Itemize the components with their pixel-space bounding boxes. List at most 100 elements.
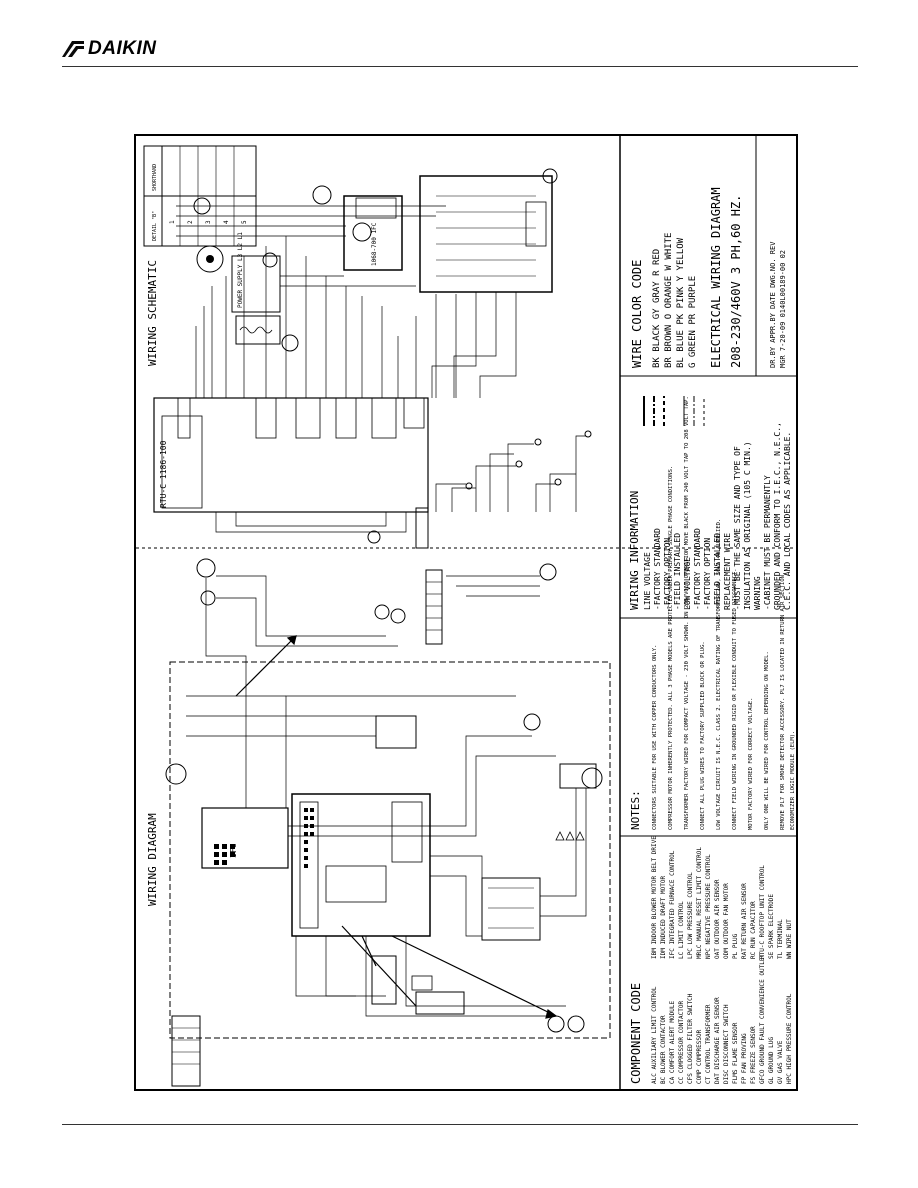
rtu-c-board-lower <box>291 793 431 937</box>
wiring-sheet: WIRE COLOR CODE BK BLACK GY GRAY R RED B… <box>134 134 798 1091</box>
rtu-c-board: RTU-C 1186-100 <box>153 397 429 513</box>
component-item: FLMS FLAME SENSOR <box>732 1022 739 1084</box>
component-item: RTU-C ROOFTOP UNIT CONTROL <box>759 865 766 959</box>
title-block-labels: DR.BY APPR.BY DATE DWG.NO. REV <box>769 241 777 368</box>
title-block: ELECTRICAL WIRING DIAGRAM 208-230/460V 3… <box>709 187 743 368</box>
component-item: RAT RETURN AIR SENSOR <box>741 883 748 959</box>
odm-lower-icon <box>539 563 557 581</box>
daikin-mark-icon <box>62 41 84 57</box>
ifc-upper-label: 1068-700 IFC <box>371 222 378 266</box>
idm-motor-icon <box>352 222 372 242</box>
wire-color-row: BK BLACK GY GRAY R RED <box>652 249 662 368</box>
power-supply-block: POWER SUPPLY L3 L2 L1 <box>231 232 281 313</box>
detail-table-row: 4 <box>223 220 230 224</box>
component-item: COMP COMPRESSOR <box>696 1029 703 1084</box>
component-item: GL GROUND LUG <box>768 1037 775 1084</box>
gfco-lower-icon <box>581 767 603 789</box>
wiring-info-line: -FACTORY OPTION <box>703 538 712 610</box>
run-capacitor-icon <box>262 252 278 268</box>
component-item: FP FAN PROVING <box>741 1033 748 1084</box>
fp-lower-icon <box>547 1015 565 1033</box>
footer-rule <box>62 1124 858 1125</box>
board-wires <box>195 236 417 533</box>
ifc-lower-label: IFC <box>229 843 238 858</box>
detail-table-row: 2 <box>187 220 194 224</box>
component-item: LC LIMIT CONTROL <box>678 901 685 959</box>
ct-coil-icon <box>281 334 299 352</box>
header-rule <box>62 66 858 67</box>
wiring-sheet-canvas: WIRE COLOR CODE BK BLACK GY GRAY R RED B… <box>136 136 796 1089</box>
transformer-lower <box>375 715 417 749</box>
detail-table-row: 1 <box>169 220 176 224</box>
component-item: PL PLUG <box>732 933 739 959</box>
wiring-info-line: LOW VOLTAGE <box>683 557 692 610</box>
wiring-info-line: -FIELD INSTALLED <box>713 533 722 610</box>
wiring-info-line: REPLACEMENT WIRE <box>723 533 732 610</box>
ifc-lower-box <box>419 175 553 293</box>
fs-lower-icon <box>374 604 390 620</box>
rtu-c-board-label: RTU-C 1186-100 <box>159 440 168 508</box>
note-item: CONNECT ALL PLUG WIRES TO FACTORY SUPPLI… <box>700 641 706 830</box>
wire-color-heading: WIRE COLOR CODE <box>630 260 644 368</box>
component-item: CA COMFORT ALERT MODULE <box>669 1001 676 1084</box>
note-item: REMOVE PL7 FOR SMOKE DETECTOR ACCESSORY.… <box>780 572 786 830</box>
connection-arrows <box>235 635 558 1019</box>
brand-logo: DAIKIN <box>62 38 156 60</box>
component-item: CT CONTROL TRANSFORMER <box>705 1004 712 1084</box>
brand-name: DAIKIN <box>88 38 157 59</box>
lc-lower-icon <box>200 590 216 606</box>
component-item: TL TERMINAL <box>777 919 784 959</box>
upper-board-terminal <box>415 507 429 549</box>
line-style-samples <box>643 396 705 426</box>
alc-lower-icon <box>196 558 216 578</box>
component-item: LPC LOW PRESSURE CONTROL <box>687 872 694 959</box>
wire-color-row: BR BROWN O ORANGE W WHITE <box>664 233 674 368</box>
terminal-strip-far-left <box>171 1015 201 1087</box>
note-item: COMPRESSOR MOTOR INHERENTLY PROTECTED. A… <box>668 466 674 830</box>
ibm-motor-icon <box>312 185 332 205</box>
note-item: CONNECT FIELD WIRING IN GROUNDED RIGID O… <box>732 568 738 830</box>
component-item: RC RUN CAPACITOR <box>750 901 757 959</box>
title-block-fields: DR.BY APPR.BY DATE DWG.NO. REV MGR 7-20-… <box>769 241 787 368</box>
title-block-values: MGR 7-20-09 0140L00189-00 02 <box>779 250 787 368</box>
cfs-lower-icon <box>567 1015 585 1033</box>
run-capacitor-lower-icon <box>523 713 541 731</box>
component-item: GFCO GROUND FAULT CONVENIENCE OUTLET <box>759 954 766 1084</box>
wiring-diagram-title: WIRING DIAGRAM <box>146 813 159 906</box>
notes: NOTES: CONNECTORS SUITABLE FOR USE WITH … <box>629 396 796 830</box>
detail-table: DETAIL "B" SHORTHAND 1 2 3 4 5 <box>143 145 257 247</box>
ground-lug-icon <box>542 168 558 184</box>
wiring-info-line: LINE VOLTAGE <box>643 552 652 610</box>
wiring-info-line: INSULATION AS ORIGINAL (105 C MIN.) <box>743 441 752 610</box>
component-item: ALC AUXILIARY LIMIT CONTROL <box>651 986 658 1084</box>
compressor-icon <box>196 245 224 273</box>
detail-table-header: SHORTHAND <box>152 164 158 191</box>
wire-color-row: G GREEN PR PURPLE <box>688 276 698 368</box>
sensor-leads <box>435 435 586 512</box>
note-item: MOTOR FACTORY WIRED FOR CORRECT VOLTAGE. <box>748 698 754 830</box>
wiring-info-line: -FACTORY OPTION <box>663 538 672 610</box>
note-item: LOW VOLTAGE CIRCUIT IS N.E.C. CLASS 2. E… <box>716 519 722 830</box>
detail-table-row: 3 <box>205 220 212 224</box>
component-item: IBM INDOOR BLOWER MOTOR BELT DRIVE <box>651 836 658 959</box>
wiring-info-line: -FACTORY STANDARD <box>693 528 702 610</box>
component-item: MRLC MANUAL RESET LIMIT CONTROL <box>696 847 703 959</box>
terminal-strip-left <box>425 569 443 645</box>
component-item: IDM INDUCED DRAFT MOTOR <box>660 876 667 959</box>
ifc-upper-box: 1068-700 IFC <box>343 195 403 271</box>
control-transformer <box>235 315 281 345</box>
component-item: CC COMPRESSOR CONTACTOR <box>678 1001 685 1084</box>
terminal-strip-bottom <box>371 955 465 1015</box>
component-item: FS FREEZE SENSOR <box>750 1026 757 1084</box>
ibm-lower-icon <box>165 763 187 785</box>
drawing-title: ELECTRICAL WIRING DIAGRAM <box>709 187 723 368</box>
sensor-symbols <box>465 430 592 490</box>
detail-table-row: 5 <box>241 220 248 224</box>
note-item: TRANSFORMER FACTORY WIRED FOR COMPACT VO… <box>684 396 690 830</box>
wiring-schematic-title: WIRING SCHEMATIC <box>146 260 159 366</box>
component-item: NPC NEGATIVE PRESSURE CONTROL <box>705 854 712 959</box>
wire-color-code: WIRE COLOR CODE BK BLACK GY GRAY R RED B… <box>630 233 698 368</box>
wiring-info-line: C.E.C. AND LOCAL CODES AS APPLICABLE. <box>783 432 792 610</box>
wiring-info-heading: WIRING INFORMATION <box>628 491 641 610</box>
component-item: IFC INTEGRATED FURNACE CONTROL <box>669 850 676 959</box>
